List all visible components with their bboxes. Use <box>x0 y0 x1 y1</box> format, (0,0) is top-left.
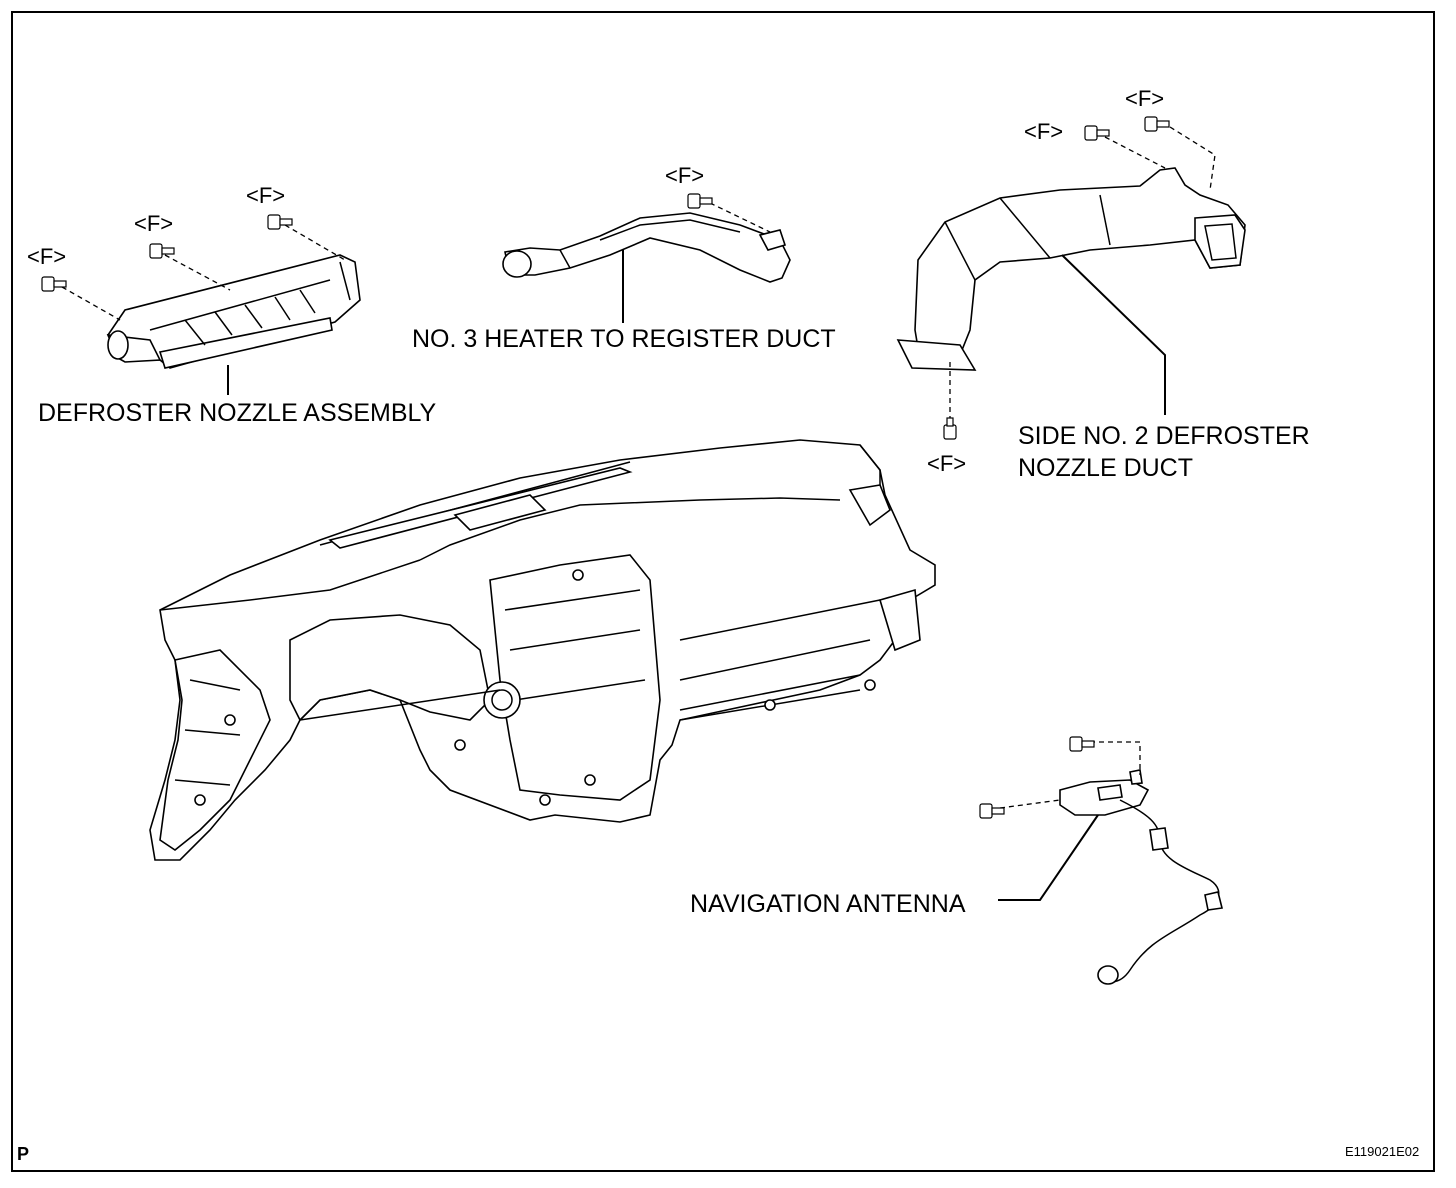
label-heater-register-duct: NO. 3 HEATER TO REGISTER DUCT <box>412 325 836 353</box>
diagram-frame <box>11 11 1435 1172</box>
bolt-icon <box>1084 125 1110 141</box>
bolt-icon <box>1144 116 1170 132</box>
fastener-mark-f: <F> <box>246 183 285 208</box>
bolt-icon <box>1069 736 1095 752</box>
antenna-bolts <box>979 736 1141 819</box>
leader-line <box>998 814 1099 901</box>
bolt-icon <box>149 243 175 259</box>
defroster-nozzle-bolts: <F> <F> <F> <box>27 183 346 321</box>
bolt-icon <box>267 214 293 230</box>
label-side-defroster-line2: NOZZLE DUCT <box>1018 454 1193 482</box>
side-duct-bolts: <F> <F> <F> <box>927 86 1216 476</box>
fastener-mark-f: <F> <box>1024 119 1063 144</box>
fastener-mark-f: <F> <box>927 451 966 476</box>
bolt-icon <box>687 193 713 209</box>
bolt-icon <box>979 803 1005 819</box>
bolt-icon <box>943 417 957 440</box>
label-navigation-antenna: NAVIGATION ANTENNA <box>690 890 966 918</box>
heater-register-duct <box>502 212 791 283</box>
instrument-panel <box>149 439 936 861</box>
label-defroster-nozzle-assembly: DEFROSTER NOZZLE ASSEMBLY <box>38 399 437 427</box>
corner-mark-left: P <box>17 1144 29 1164</box>
label-side-defroster-line1: SIDE NO. 2 DEFROSTER <box>1018 422 1310 450</box>
figure-code: E119021E02 <box>1345 1144 1419 1159</box>
dashed-guide <box>709 202 771 233</box>
fastener-mark-f: <F> <box>27 244 66 269</box>
side-defroster-nozzle-duct <box>896 167 1246 371</box>
bolt-icon <box>41 276 67 292</box>
navigation-antenna <box>1059 769 1223 985</box>
fastener-mark-f: <F> <box>1125 86 1164 111</box>
defroster-nozzle-assembly <box>106 254 361 369</box>
fastener-mark-f: <F> <box>665 163 704 188</box>
leader-line <box>1061 254 1166 415</box>
fastener-mark-f: <F> <box>134 211 173 236</box>
